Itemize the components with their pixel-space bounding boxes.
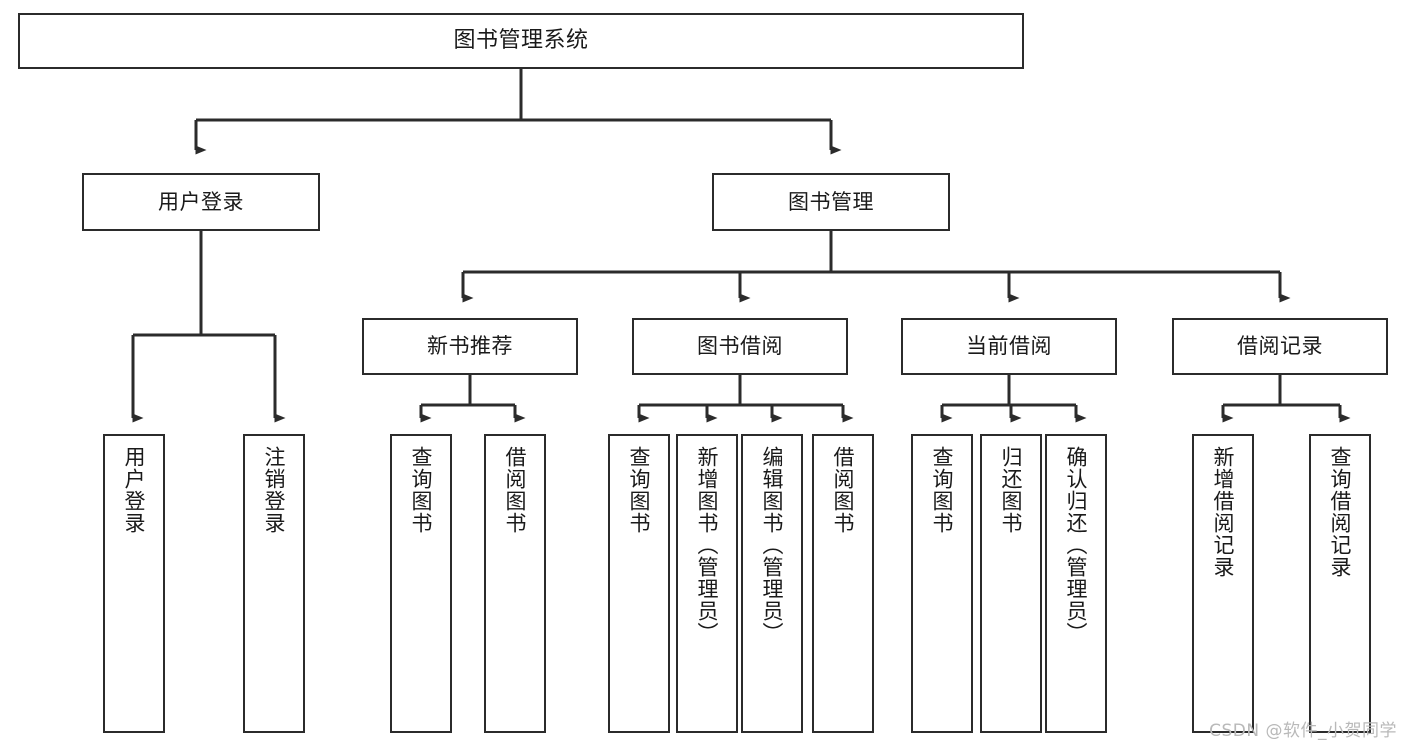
node-leaf-logout[interactable]: 注销登录 (243, 434, 305, 733)
node-root[interactable]: 图书管理系统 (18, 13, 1024, 69)
node-borrow-record[interactable]: 借阅记录 (1172, 318, 1388, 375)
node-leaf-confirm-return-label: 确认归还（管理员） (1064, 446, 1089, 644)
node-leaf-logout-label: 注销登录 (262, 446, 287, 534)
node-borrow-record-label: 借阅记录 (1237, 334, 1323, 359)
node-leaf-query-book-2-label: 查询图书 (627, 446, 652, 534)
node-leaf-confirm-return[interactable]: 确认归还（管理员） (1045, 434, 1107, 733)
node-leaf-add-book[interactable]: 新增图书（管理员） (676, 434, 738, 733)
node-new-book-rec[interactable]: 新书推荐 (362, 318, 578, 375)
node-leaf-edit-book[interactable]: 编辑图书（管理员） (741, 434, 803, 733)
node-leaf-user-login[interactable]: 用户登录 (103, 434, 165, 733)
node-leaf-edit-book-label: 编辑图书（管理员） (760, 446, 785, 644)
node-user-login-label: 用户登录 (158, 189, 244, 214)
node-leaf-query-book-3-label: 查询图书 (930, 446, 955, 534)
node-book-borrow[interactable]: 图书借阅 (632, 318, 848, 375)
node-new-book-rec-label: 新书推荐 (427, 334, 513, 359)
node-book-manage[interactable]: 图书管理 (712, 173, 950, 231)
node-leaf-query-book-1[interactable]: 查询图书 (390, 434, 452, 733)
node-leaf-user-login-label: 用户登录 (122, 446, 147, 534)
node-leaf-borrow-book-2[interactable]: 借阅图书 (812, 434, 874, 733)
node-leaf-borrow-book-1[interactable]: 借阅图书 (484, 434, 546, 733)
csdn-watermark: CSDN @软件_小贺同学 (1209, 721, 1397, 741)
node-leaf-query-book-3[interactable]: 查询图书 (911, 434, 973, 733)
node-leaf-return-book-label: 归还图书 (999, 446, 1024, 534)
node-leaf-add-record[interactable]: 新增借阅记录 (1192, 434, 1254, 733)
node-leaf-borrow-book-1-label: 借阅图书 (503, 446, 528, 534)
node-leaf-query-book-1-label: 查询图书 (409, 446, 434, 534)
node-book-manage-label: 图书管理 (788, 189, 874, 214)
node-leaf-query-record-label: 查询借阅记录 (1328, 446, 1353, 578)
node-book-borrow-label: 图书借阅 (697, 334, 783, 359)
node-leaf-borrow-book-2-label: 借阅图书 (831, 446, 856, 534)
node-leaf-return-book[interactable]: 归还图书 (980, 434, 1042, 733)
node-user-login[interactable]: 用户登录 (82, 173, 320, 231)
node-current-borrow-label: 当前借阅 (966, 334, 1052, 359)
node-leaf-query-record[interactable]: 查询借阅记录 (1309, 434, 1371, 733)
node-leaf-query-book-2[interactable]: 查询图书 (608, 434, 670, 733)
node-leaf-add-book-label: 新增图书（管理员） (695, 446, 720, 644)
node-root-label: 图书管理系统 (453, 28, 589, 54)
node-current-borrow[interactable]: 当前借阅 (901, 318, 1117, 375)
node-leaf-add-record-label: 新增借阅记录 (1211, 446, 1236, 578)
